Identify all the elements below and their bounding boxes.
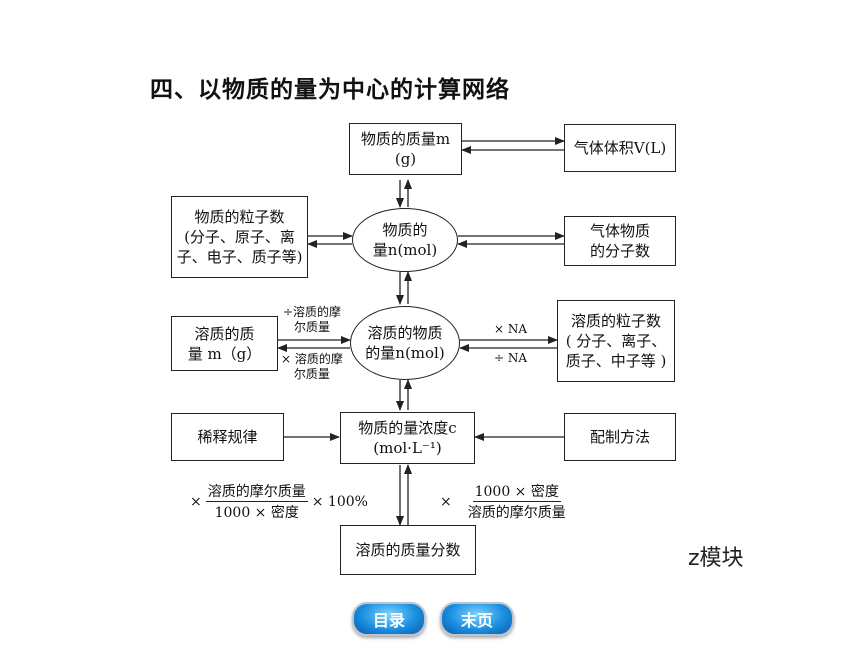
label-div-molar-mass-line1: ÷溶质的摩 <box>283 305 342 319</box>
node-mol: 物质的 量n(mol) <box>352 208 458 272</box>
formula-left-denominator: 1000 × 密度 <box>214 505 299 521</box>
node-gas-molecules-line1: 气体物质 <box>589 222 650 240</box>
label-mul-molar-mass-line2: 尔质量 <box>293 367 330 381</box>
node-mol-line2: 量n(mol) <box>372 241 438 259</box>
node-solute-particles: 溶质的粒子数 ( 分子、离子、 质子、中子等 ) <box>557 300 675 382</box>
label-mul-na: × NA <box>494 322 528 336</box>
node-solute-particles-line2: ( 分子、离子、 <box>565 332 667 350</box>
label-mul-molar-mass: × 溶质的摩 尔质量 <box>281 352 343 382</box>
side-module-text: z模块 <box>688 546 744 571</box>
formula-right: × 1000 × 密度 溶质的摩尔质量 <box>440 481 568 522</box>
formula-left-numerator: 溶质的摩尔质量 <box>205 481 308 502</box>
formula-right-prefix: × <box>440 493 452 510</box>
node-mass-fraction: 溶质的质量分数 <box>340 525 476 575</box>
node-gas-volume: 气体体积V(L) <box>564 124 676 172</box>
node-particles: 物质的粒子数 (分子、原子、离 子、电子、质子等) <box>171 196 308 278</box>
node-solute-mol-line2: 的量n(mol) <box>365 344 445 362</box>
formula-right-fraction: 1000 × 密度 溶质的摩尔质量 <box>466 481 568 522</box>
node-dilution: 稀释规律 <box>171 413 284 461</box>
node-solute-mol-line1: 溶质的物质 <box>367 324 443 342</box>
node-solute-mol: 溶质的物质 的量n(mol) <box>350 306 460 380</box>
formula-right-numerator: 1000 × 密度 <box>472 481 561 502</box>
formula-right-denominator: 溶质的摩尔质量 <box>467 505 566 521</box>
node-solute-particles-line3: 质子、中子等 ) <box>565 352 667 370</box>
node-concentration-line1: 物质的量浓度c <box>358 419 457 437</box>
node-particles-line1: 物质的粒子数 <box>194 208 285 226</box>
formula-left-fraction: 溶质的摩尔质量 1000 × 密度 <box>205 481 308 522</box>
diagram-title: 四、以物质的量为中心的计算网络 <box>150 77 510 103</box>
node-solute-mass: 溶质的质 量 m（g） <box>171 316 278 371</box>
node-mol-line1: 物质的 <box>382 221 428 239</box>
node-solute-mass-line2: 量 m（g） <box>187 344 262 363</box>
node-mass-line1: 物质的质量m <box>360 130 451 148</box>
node-gas-molecules-line2: 的分子数 <box>589 242 650 260</box>
formula-left-prefix: × <box>190 493 202 510</box>
label-div-molar-mass-line2: 尔质量 <box>294 320 331 334</box>
toc-button[interactable]: 目录 <box>352 602 426 636</box>
label-div-na: ÷ NA <box>494 351 528 365</box>
formula-left-suffix: × 100% <box>311 493 368 510</box>
node-particles-line2: (分子、原子、离 <box>184 228 295 246</box>
label-div-molar-mass: ÷溶质的摩 尔质量 <box>283 305 341 335</box>
node-gas-volume-label: 气体体积V(L) <box>573 139 667 157</box>
node-mass: 物质的质量m (g) <box>349 123 462 175</box>
label-mul-molar-mass-line1: × 溶质的摩 <box>281 352 343 366</box>
node-mass-line2: (g) <box>394 150 417 168</box>
node-concentration: 物质的量浓度c (mol·L⁻¹) <box>340 412 475 464</box>
node-particles-line3: 子、电子、质子等) <box>176 248 303 266</box>
node-dilution-label: 稀释规律 <box>197 428 258 446</box>
node-gas-molecules: 气体物质 的分子数 <box>564 216 676 266</box>
node-mass-fraction-label: 溶质的质量分数 <box>355 541 461 559</box>
node-preparation-label: 配制方法 <box>589 428 650 446</box>
node-concentration-line2: (mol·L⁻¹) <box>373 439 442 457</box>
node-solute-particles-line1: 溶质的粒子数 <box>570 312 661 330</box>
formula-left: × 溶质的摩尔质量 1000 × 密度 × 100% <box>190 481 368 522</box>
node-preparation: 配制方法 <box>564 413 676 461</box>
last-page-button[interactable]: 末页 <box>440 602 514 636</box>
node-solute-mass-line1: 溶质的质 <box>194 324 255 343</box>
